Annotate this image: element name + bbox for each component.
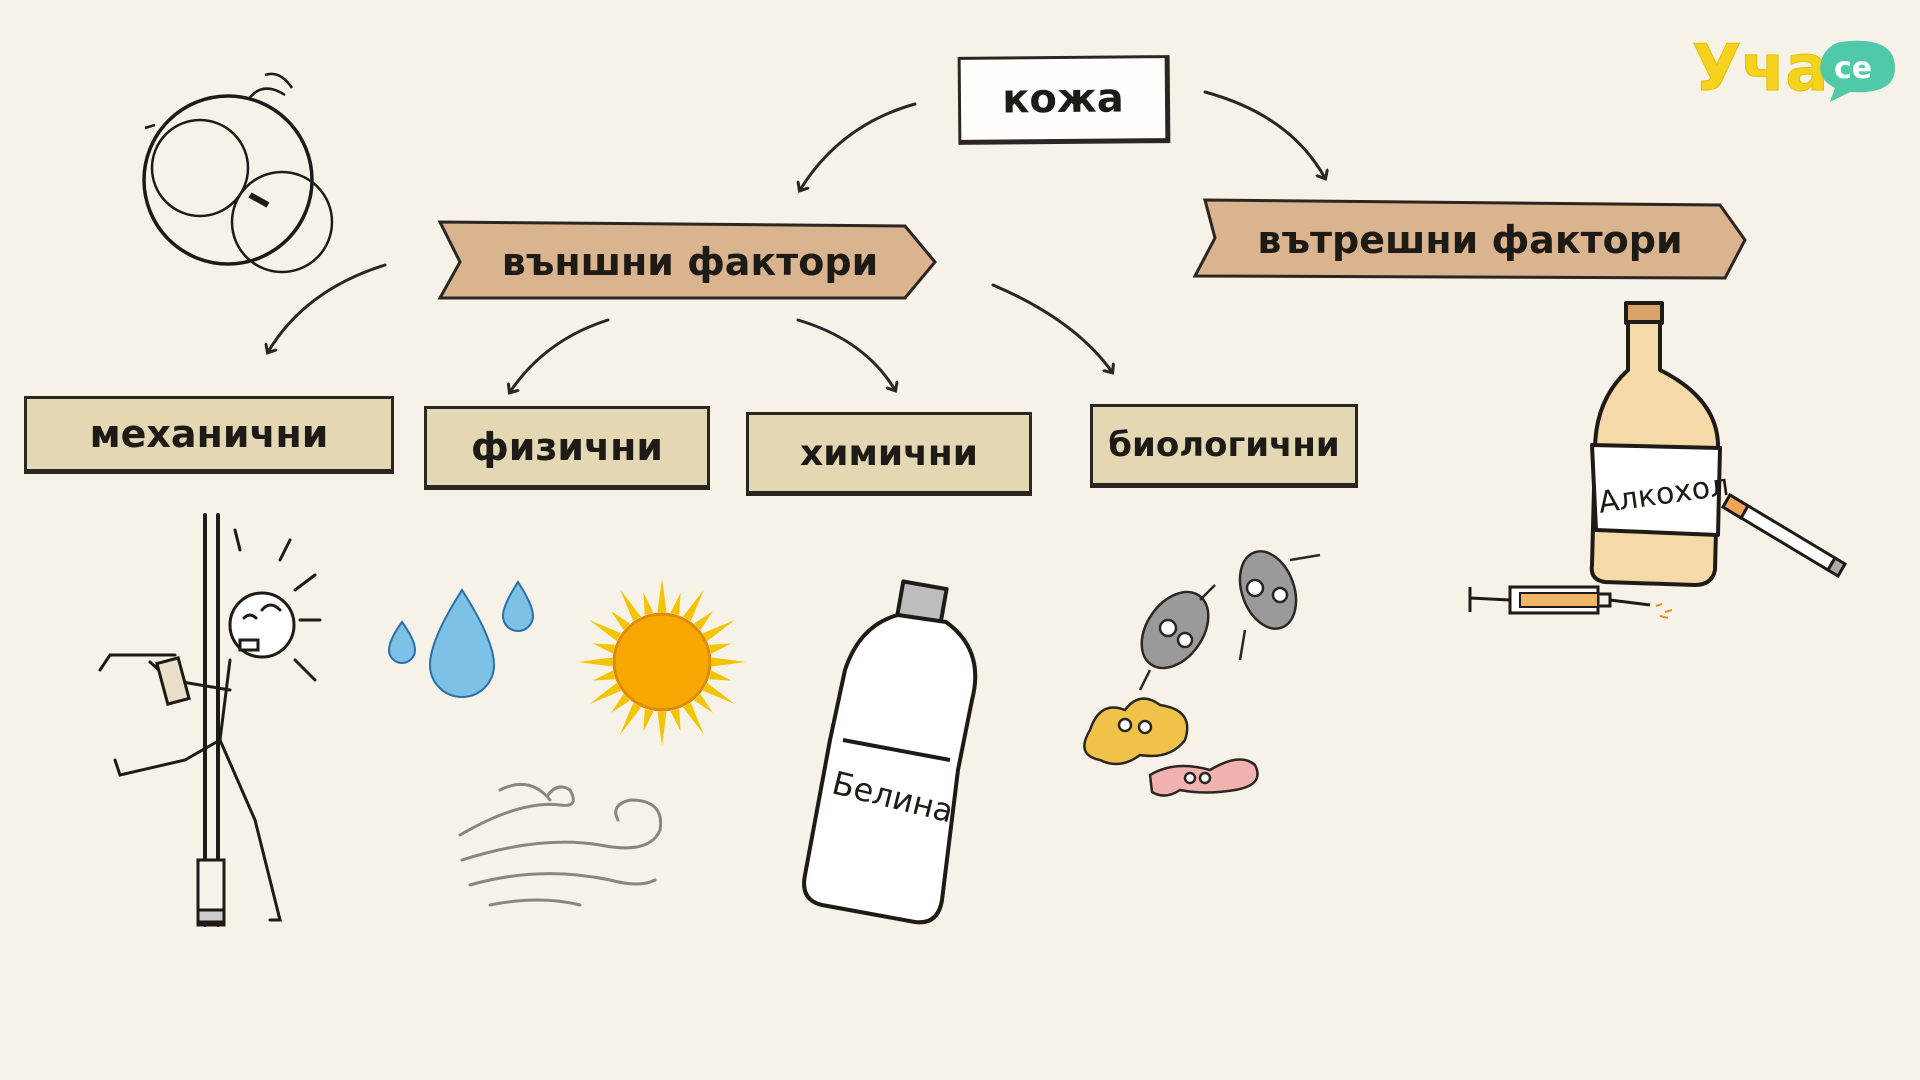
sun-ray	[694, 694, 713, 713]
bleach-bottle-icon: Белина	[802, 579, 978, 925]
sun-ray	[683, 589, 704, 622]
sun-ray	[702, 683, 735, 704]
alcohol-bottle-icon: Алкохол	[1589, 301, 1731, 587]
sun-ray	[611, 611, 630, 630]
ribbon-internal	[1192, 198, 1747, 280]
sun-icon	[578, 578, 746, 746]
arrow-external-to-biological	[991, 283, 1112, 372]
sun-ray	[620, 589, 641, 622]
category-physical-label: физични	[470, 425, 663, 469]
sun-ray	[711, 657, 746, 667]
syringe-icon	[1468, 585, 1673, 619]
wind-icon	[458, 782, 663, 907]
sun-ray	[589, 683, 622, 704]
sun-ray	[578, 657, 613, 667]
arrow-external-to-physical	[510, 318, 610, 392]
category-chemical: химични	[746, 412, 1032, 496]
water-drops-icon	[387, 580, 535, 698]
pole-collision-icon	[98, 513, 322, 927]
category-mechanical-label: механични	[89, 412, 329, 456]
sun-ray	[694, 611, 713, 630]
bacteria-icon	[1083, 550, 1321, 797]
arrow-root-to-external	[800, 102, 917, 190]
category-physical: физични	[424, 406, 710, 490]
category-mechanical: механични	[24, 396, 394, 474]
category-chemical-label: химични	[800, 432, 978, 474]
internal-factors-label: вътрешни фактори	[1257, 218, 1683, 262]
sun-ray	[643, 592, 654, 616]
category-biological: биологични	[1090, 404, 1358, 488]
sun-ray	[708, 643, 732, 654]
sun-ray	[657, 578, 667, 613]
external-factors-label: външни фактори	[501, 240, 879, 284]
category-biological-label: биологични	[1108, 425, 1340, 465]
ribbon-external	[437, 220, 937, 300]
sun-ray	[643, 708, 654, 732]
sun-ray	[670, 708, 681, 732]
sun-ray	[592, 670, 616, 681]
brand-logo: Уча се	[1692, 32, 1895, 107]
arrows	[268, 90, 1325, 392]
brand-logo-badge: се	[1834, 51, 1872, 86]
sun-ray	[611, 694, 630, 713]
arrow-external-to-mechanical	[268, 263, 387, 352]
sun-ray	[589, 620, 622, 641]
sun-ray	[708, 670, 732, 681]
sun-ray	[702, 620, 735, 641]
arrow-external-to-chemical	[796, 318, 895, 390]
brand-logo-text: Уча	[1692, 32, 1828, 106]
skin-cells-icon	[142, 72, 334, 274]
sun-ray	[592, 643, 616, 654]
sun-ray	[620, 702, 641, 735]
sun-ray	[683, 702, 704, 735]
cigarette-icon	[1720, 492, 1848, 579]
arrow-root-to-internal	[1203, 90, 1325, 178]
sun-ray	[657, 711, 667, 746]
sun-ray	[670, 592, 681, 616]
